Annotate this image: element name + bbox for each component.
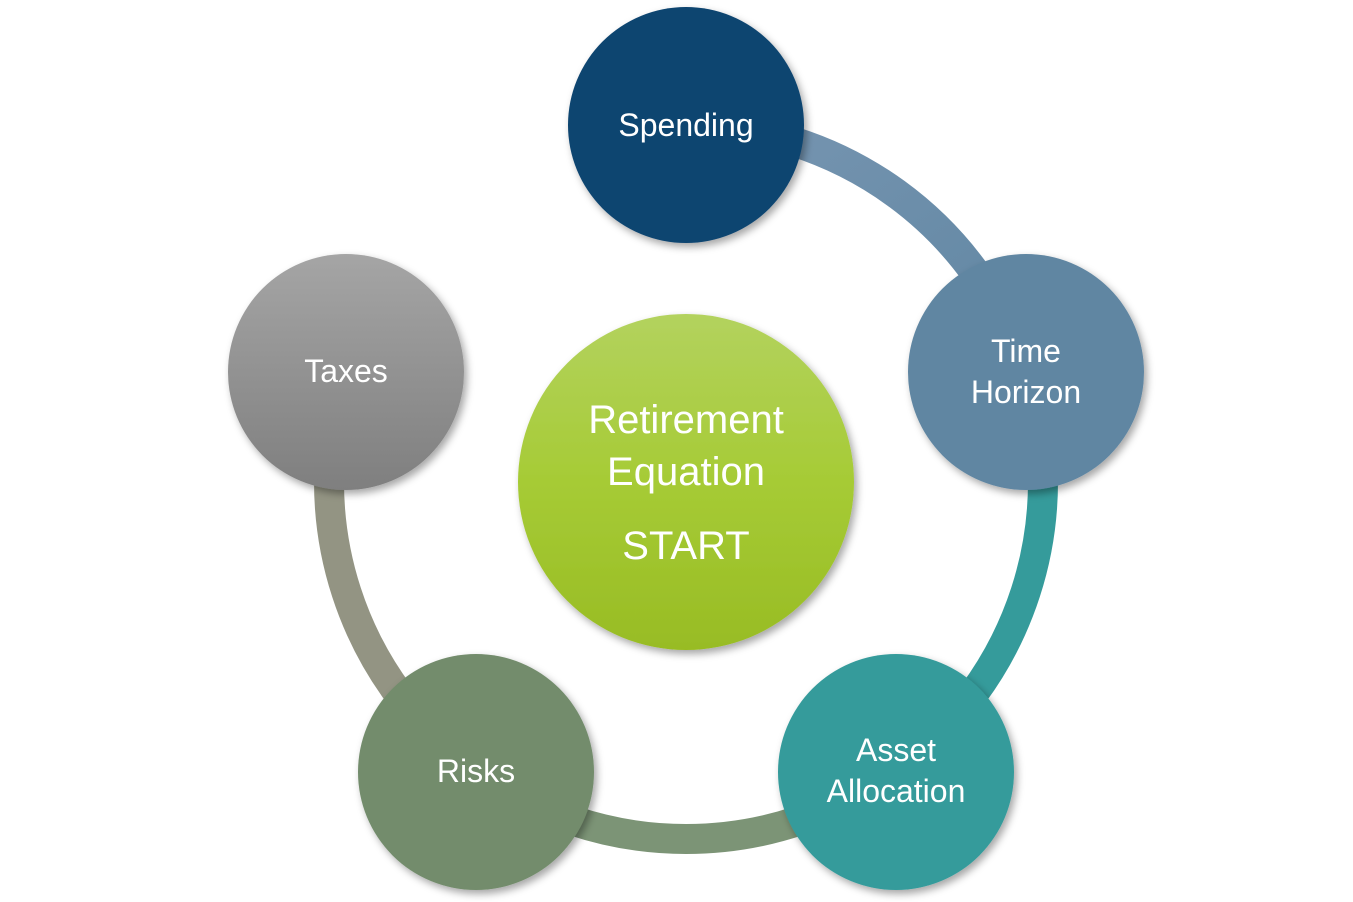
node-time-horizon-line2: Horizon — [971, 374, 1081, 410]
node-asset-allocation[interactable]: Asset Allocation — [778, 654, 1014, 890]
center-node-retirement-equation[interactable]: Retirement Equation START — [518, 314, 854, 650]
node-risks-label: Risks — [437, 753, 515, 789]
node-time-horizon[interactable]: Time Horizon — [908, 254, 1144, 490]
center-title-line1: Retirement — [588, 398, 784, 442]
node-asset-allocation-line2: Allocation — [827, 773, 966, 809]
node-spending-label: Spending — [618, 107, 753, 143]
node-asset-allocation-line1: Asset — [856, 732, 936, 768]
node-taxes[interactable]: Taxes — [228, 254, 464, 490]
center-start-label: START — [622, 524, 749, 568]
node-taxes-label: Taxes — [304, 353, 388, 389]
node-spending[interactable]: Spending — [568, 7, 804, 243]
center-title-line2: Equation — [607, 450, 765, 494]
node-risks[interactable]: Risks — [358, 654, 594, 890]
node-time-horizon-line1: Time — [991, 333, 1061, 369]
